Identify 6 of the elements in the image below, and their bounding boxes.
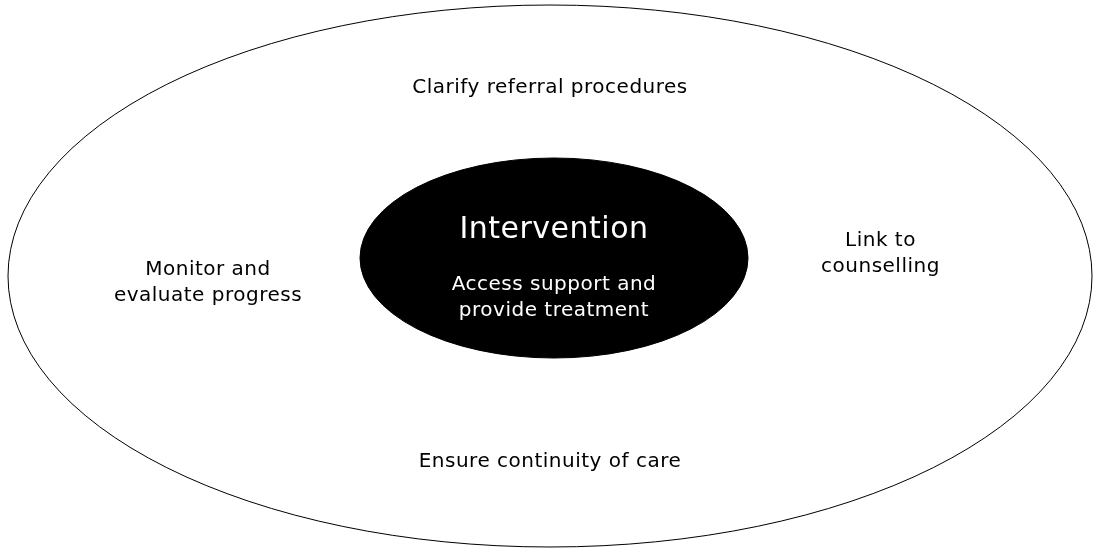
step-text: Clarify referral procedures <box>411 73 689 99</box>
step-text: Link to counselling <box>820 226 941 278</box>
center-text: Access support and provide treatment <box>450 270 658 322</box>
step-text: Ensure continuity of care <box>417 447 683 473</box>
step-text: Monitor and evaluate progress <box>112 255 304 307</box>
center-title: Intervention <box>458 210 650 246</box>
